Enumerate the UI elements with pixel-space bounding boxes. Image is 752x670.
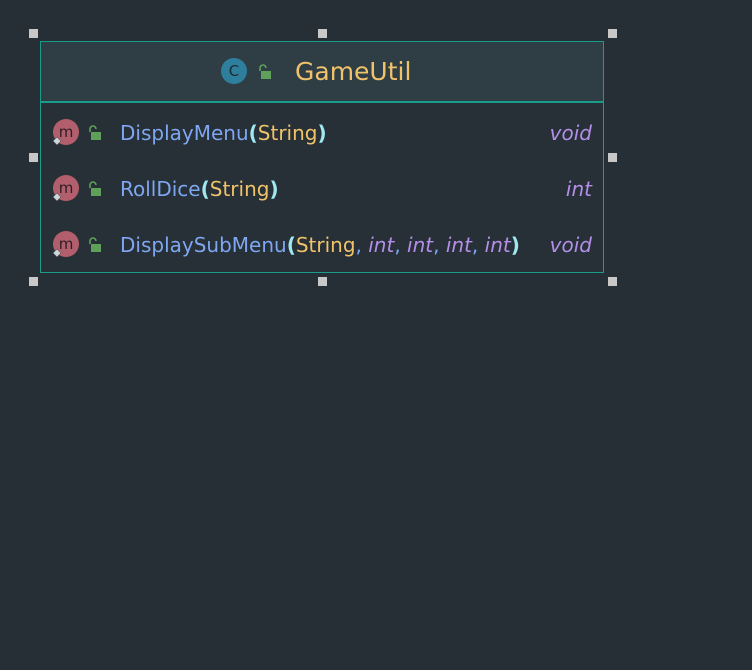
close-paren: ) (510, 233, 520, 257)
method-signature: DisplayMenu(String) (120, 120, 327, 146)
param-separator: , (433, 233, 446, 257)
class-name: GameUtil (295, 57, 412, 86)
public-lock-icon (89, 237, 101, 252)
resize-handle-bottom-left[interactable] (29, 277, 38, 286)
svg-text:m: m (59, 123, 74, 141)
method-signature: RollDice(String) (120, 176, 279, 202)
param-type: int (445, 233, 472, 257)
resize-handle-top-center[interactable] (318, 29, 327, 38)
param-type: int (484, 233, 511, 257)
return-type: void (549, 233, 592, 257)
resize-handle-middle-left[interactable] (29, 153, 38, 162)
method-signature: DisplaySubMenu(String, int, int, int, in… (120, 232, 520, 258)
close-paren: ) (317, 121, 327, 145)
svg-text:m: m (59, 179, 74, 197)
resize-handle-bottom-right[interactable] (608, 277, 617, 286)
public-lock-icon (89, 181, 101, 196)
param-separator: , (471, 233, 485, 257)
param-type: String (209, 177, 270, 201)
param-separator: , (355, 233, 369, 257)
method-row[interactable]: m DisplayMenu(String) void (41, 113, 603, 153)
class-header: C GameUtil (41, 42, 603, 103)
public-lock-icon (89, 125, 101, 140)
param-type: String (295, 233, 356, 257)
method-name: DisplayMenu (120, 121, 249, 145)
return-type: int (565, 177, 592, 201)
method-icon: m (52, 175, 79, 202)
return-type: void (549, 121, 592, 145)
method-icon: m (52, 119, 79, 146)
param-type: String (257, 121, 318, 145)
resize-handle-top-right[interactable] (608, 29, 617, 38)
method-name: DisplaySubMenu (120, 233, 287, 257)
resize-handle-middle-right[interactable] (608, 153, 617, 162)
resize-handle-bottom-center[interactable] (318, 277, 327, 286)
method-icon: m (52, 231, 79, 258)
method-row[interactable]: m RollDice(String) int (41, 169, 603, 209)
open-paren: ( (200, 177, 210, 201)
resize-handle-top-left[interactable] (29, 29, 38, 38)
class-icon: C (221, 58, 247, 84)
method-row[interactable]: m DisplaySubMenu(String, int, int, int, i… (41, 225, 603, 265)
param-type: int (368, 233, 395, 257)
public-lock-icon (259, 64, 271, 79)
open-paren: ( (286, 233, 296, 257)
svg-text:m: m (59, 235, 74, 253)
method-name: RollDice (120, 177, 201, 201)
param-type: int (407, 233, 434, 257)
close-paren: ) (269, 177, 279, 201)
open-paren: ( (248, 121, 258, 145)
param-separator: , (394, 233, 408, 257)
